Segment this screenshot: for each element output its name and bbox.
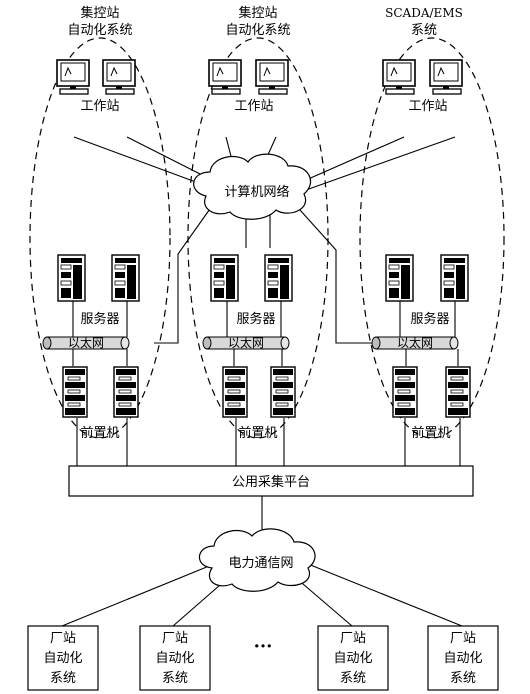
station-label-line1: 厂站 xyxy=(50,631,76,646)
frontend-rack-icon xyxy=(445,366,471,418)
acquisition-platform: 公用采集平台 xyxy=(68,465,474,497)
workstation-icon xyxy=(429,59,463,95)
group1-title-line2: 自动化系统 xyxy=(67,23,132,38)
group2-workstation-label: 工作站 xyxy=(234,99,273,114)
group2-frontend-label: 前置机 xyxy=(238,425,277,441)
station-label-line1: 厂站 xyxy=(450,631,476,646)
station-box: 厂站 自动化 系统 xyxy=(139,625,211,691)
server-icon xyxy=(111,254,140,302)
group2-title-line1: 集控站 xyxy=(238,5,277,21)
group3-title-line2: 系统 xyxy=(411,23,437,38)
workstation-icon xyxy=(382,59,416,95)
station-box: 厂站 自动化 系统 xyxy=(427,625,499,691)
group-boundary-3 xyxy=(359,37,505,439)
server-icon xyxy=(385,254,414,302)
station-label-line1: 厂站 xyxy=(162,631,188,646)
group1-server-label: 服务器 xyxy=(80,311,119,327)
power-comm-network-cloud: 电力通信网 xyxy=(198,528,316,592)
server-icon xyxy=(264,254,293,302)
station-label-line2: 自动化 xyxy=(155,651,194,666)
group1-ethernet-label: 以太网 xyxy=(68,335,104,350)
group1-frontend-label: 前置机 xyxy=(80,425,119,441)
workstation-icon xyxy=(208,59,242,95)
group1-workstation-label: 工作站 xyxy=(80,99,119,114)
group3-frontend-label: 前置机 xyxy=(411,425,450,441)
workstation-icon xyxy=(255,59,289,95)
group2-title-line2: 自动化系统 xyxy=(225,23,290,38)
frontend-rack-icon xyxy=(392,366,418,418)
comm-cloud-label: 电力通信网 xyxy=(228,556,293,571)
station-box: 厂站 自动化 系统 xyxy=(27,625,99,691)
station-label-line3: 系统 xyxy=(340,671,366,686)
station-box: 厂站 自动化 系统 xyxy=(317,625,389,691)
platform-label: 公用采集平台 xyxy=(232,474,310,490)
group3-title-line1: SCADA/EMS xyxy=(385,6,463,20)
station-label-line2: 自动化 xyxy=(43,651,82,666)
group2-server-label: 服务器 xyxy=(236,311,275,327)
station-label-line2: 自动化 xyxy=(333,651,372,666)
group2-ethernet-label: 以太网 xyxy=(228,335,264,350)
station-label-line2: 自动化 xyxy=(443,651,482,666)
frontend-rack-icon xyxy=(113,366,139,418)
group3-ethernet-label: 以太网 xyxy=(397,335,433,350)
group-boundary-1 xyxy=(29,37,171,439)
frontend-rack-icon xyxy=(62,366,88,418)
group-boundary-2 xyxy=(187,37,329,439)
ellipsis-text: ··· xyxy=(254,636,273,657)
server-icon xyxy=(57,254,86,302)
workstation-icon xyxy=(56,59,90,95)
group3-server-label: 服务器 xyxy=(410,311,449,327)
group1-title-line1: 集控站 xyxy=(80,5,119,21)
station-label-line3: 系统 xyxy=(162,671,188,686)
server-icon xyxy=(210,254,239,302)
server-icon xyxy=(440,254,469,302)
frontend-rack-icon xyxy=(270,366,296,418)
workstation-icon xyxy=(102,59,136,95)
frontend-rack-icon xyxy=(222,366,248,418)
group3-workstation-label: 工作站 xyxy=(408,99,447,114)
station-label-line3: 系统 xyxy=(50,671,76,686)
computer-network-cloud: 计算机网络 xyxy=(193,153,311,220)
station-label-line1: 厂站 xyxy=(340,631,366,646)
station-label-line3: 系统 xyxy=(450,671,476,686)
network-cloud-label: 计算机网络 xyxy=(224,184,289,200)
